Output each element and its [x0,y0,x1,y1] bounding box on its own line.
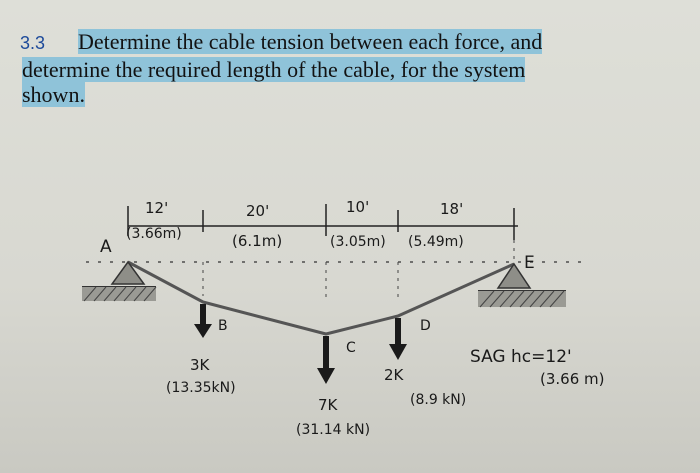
problem-line-1: 3.3 Determine the cable tension between e… [20,28,696,57]
load-c-kn: (31.14 kN) [296,422,370,438]
problem-line-3: shown. [22,81,698,109]
load-c-kip: 7K [318,396,339,414]
span-2-m: (6.1m) [232,232,282,250]
point-d-label: D [420,318,431,334]
load-d-kip: 2K [384,366,405,384]
arrowhead-d [389,344,407,360]
load-d-kn: (8.9 kN) [410,392,466,408]
support-a [82,260,157,302]
span-3-ft: 10' [346,198,369,216]
cable [127,260,515,336]
problem-line-2: determine the required length of the cab… [22,56,698,84]
point-e-label: E [524,253,535,273]
load-b-kip: 3K [190,356,211,374]
support-e [478,262,566,308]
point-b-label: B [218,318,228,334]
span-2-ft: 20' [246,202,269,220]
point-a-label: A [100,237,112,257]
arrowhead-c [317,368,335,384]
span-4-m: (5.49m) [408,234,464,250]
span-1-m: (3.66m) [126,226,182,242]
sag-label: SAG hc=12' [470,347,572,367]
span-1-ft: 12' [145,199,168,217]
span-3-m: (3.05m) [330,234,386,250]
arrowhead-b [194,324,212,338]
load-arrows [200,304,401,370]
problem-number: 3.3 [20,33,46,53]
point-c-label: C [346,340,356,356]
problem-text-line-3: shown. [22,82,85,107]
sag-metric: (3.66 m) [540,370,604,388]
span-4-ft: 18' [440,200,463,218]
problem-text-line-2: determine the required length of the cab… [22,57,526,82]
dimension-ticks [127,204,515,240]
load-b-kn: (13.35kN) [166,380,236,396]
problem-text-line-1: Determine the cable tension between each… [78,29,543,54]
